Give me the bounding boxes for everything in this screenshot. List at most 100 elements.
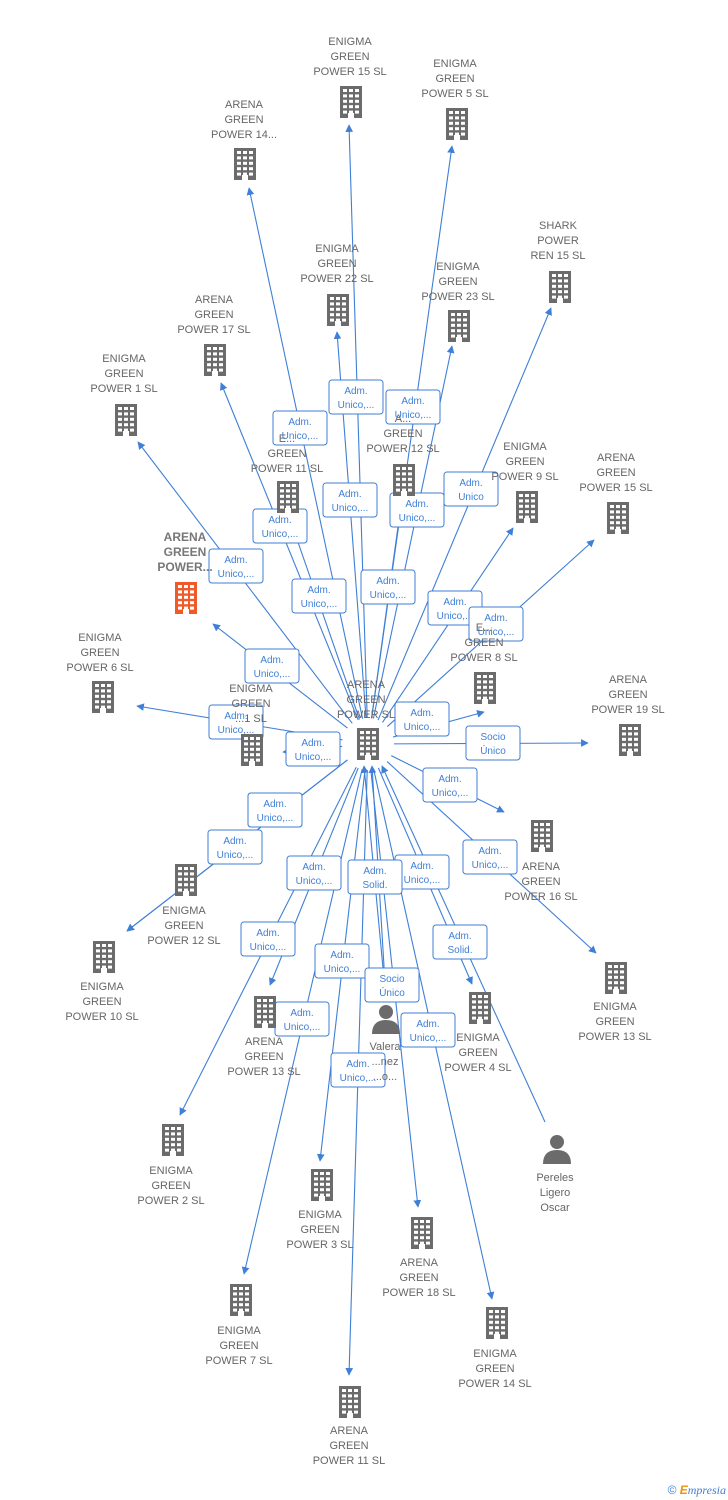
edge-role-tag[interactable]: Adm.Unico,... [394, 854, 450, 890]
edge-role-tag[interactable]: Adm.Unico,... [208, 548, 264, 584]
edge-role-text: Unico,... [410, 1033, 447, 1044]
building-icon [474, 672, 496, 704]
edge-role-tag-box [443, 471, 499, 507]
edge-role-tag-box [285, 731, 341, 767]
edge-role-tag-box [207, 829, 263, 865]
node-focus[interactable]: ARENAGREENPOWER... [157, 530, 213, 614]
building-icon [230, 1284, 252, 1316]
edge-role-text: Adm. [260, 655, 283, 666]
edge-role-tag[interactable]: Adm.Unico,... [240, 921, 296, 957]
edge-role-tag[interactable]: Adm.Unico,... [286, 855, 342, 891]
node-label-line: POWER 7 SL [205, 1355, 272, 1367]
edge-role-text: Adm. [338, 489, 361, 500]
edge-role-tag[interactable]: Adm.Unico [443, 471, 499, 507]
edge-role-tag[interactable]: Adm.Unico,... [360, 569, 416, 605]
edge-role-tag[interactable]: Adm.Unico,... [389, 492, 445, 528]
edge-role-tag[interactable]: Adm.Unico,... [468, 606, 524, 642]
edge-role-tag[interactable]: Adm.Solid. [347, 859, 403, 895]
person-icon [543, 1135, 571, 1164]
edge-role-tag[interactable]: Adm. Unico,... [322, 482, 378, 518]
building-icon [607, 502, 629, 534]
edge-role-tag[interactable]: Adm.Unico,... [208, 704, 264, 740]
edge-role-tag[interactable]: Adm.Unico,... [422, 767, 478, 803]
building-icon [340, 86, 362, 118]
node-label-line: GREEN [244, 1051, 283, 1063]
edge-role-text: Unico,... [324, 964, 361, 975]
node-label-line: POWER 16 SL [504, 891, 577, 903]
edge-role-tag[interactable]: Adm.Unico,... [314, 943, 370, 979]
edge-role-tag[interactable]: Adm.Unico,... [272, 410, 328, 446]
edge-role-tag[interactable]: Adm.Unico,... [291, 578, 347, 614]
node-label-line: ENIGMA [328, 36, 372, 48]
edge-role-text: Adm. [448, 931, 471, 942]
edge-role-tag[interactable]: Adm.Unico,... [274, 1001, 330, 1037]
footer-brand[interactable]: © Empresia [668, 1483, 726, 1498]
edge-role-text: Unico,... [301, 599, 338, 610]
building-icon [411, 1217, 433, 1249]
node-label-line: GREEN [151, 1180, 190, 1192]
edge-role-tag[interactable]: Adm.Unico,... [328, 379, 384, 415]
edge-role-tag[interactable]: Adm.Unico,... [394, 701, 450, 737]
edge-role-tag[interactable]: Adm.Unico,... [462, 839, 518, 875]
edge-role-text: Unico,... [217, 850, 254, 861]
edge-role-tag[interactable]: Adm.Unico,... [330, 1052, 386, 1088]
building-icon [516, 491, 538, 523]
edge-role-tag[interactable]: Adm.Unico,... [400, 1012, 456, 1048]
node-label-line: ENIGMA [217, 1325, 261, 1337]
edge-role-text: Unico,... [338, 400, 375, 411]
edge-role-tag[interactable]: Adm.Unico,... [285, 731, 341, 767]
edge-role-text: Unico,... [332, 503, 369, 514]
edge-role-text: Unico,... [395, 410, 432, 421]
edge-role-text: Adm. [438, 774, 461, 785]
edge-role-tag[interactable]: Adm.Solid. [432, 924, 488, 960]
node-label-line: GREEN [521, 876, 560, 888]
edge-role-tag[interactable]: Adm.Unico,... [247, 792, 303, 828]
edge-role-tag[interactable]: Adm.Unico,... [244, 648, 300, 684]
node-label-line: POWER 13 SL [578, 1031, 651, 1043]
node-label-line: GREEN [330, 51, 369, 63]
edge-role-tag-box [291, 578, 347, 614]
node-label-line: POWER 3 SL [286, 1239, 353, 1251]
building-icon [311, 1169, 333, 1201]
edge-role-tag[interactable]: Adm.Unico,... [207, 829, 263, 865]
building-icon [549, 271, 571, 303]
edge-role-tag[interactable]: Adm.Unico,... [385, 389, 441, 425]
edge-center-eg11 [289, 521, 360, 720]
edge-role-text: Adm. [301, 738, 324, 749]
node-valera[interactable]: Valera...nez...o... [370, 1005, 402, 1083]
edge-role-tag[interactable]: Adm.Unico,... [252, 508, 308, 544]
edge-role-tag-box [462, 839, 518, 875]
